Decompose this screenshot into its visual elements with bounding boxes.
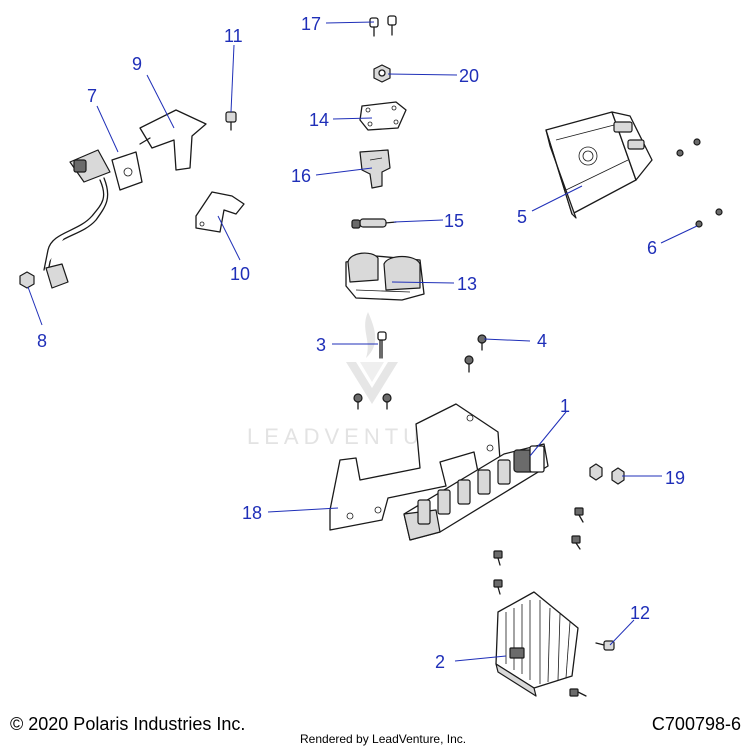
part-12-screw xyxy=(595,640,615,651)
leader-10 xyxy=(217,215,241,261)
leader-13 xyxy=(391,281,455,284)
callout-8: 8 xyxy=(37,331,47,351)
leader-1 xyxy=(529,411,567,457)
part-16-clip xyxy=(359,149,391,189)
part-19-nuts xyxy=(589,463,625,485)
leader-9 xyxy=(146,74,175,129)
callout-20: 20 xyxy=(459,66,479,86)
loose-screws xyxy=(493,507,587,697)
callout-19: 19 xyxy=(665,468,685,488)
part-5-ecu-module xyxy=(545,111,653,219)
part-8-nut xyxy=(19,271,35,289)
leader-7 xyxy=(96,105,119,153)
leader-15 xyxy=(393,219,444,223)
drawing-number: C700798-6 xyxy=(651,714,741,734)
callout-5: 5 xyxy=(517,207,527,227)
part-15-fuse xyxy=(351,218,397,229)
part-14-plate xyxy=(359,101,407,131)
part-6-screws xyxy=(676,138,723,228)
callout-11: 11 xyxy=(224,26,243,46)
callout-13: 13 xyxy=(457,274,477,294)
rendered-by-credit: Rendered by LeadVenture, Inc. xyxy=(300,732,467,746)
leader-16 xyxy=(315,167,373,176)
callout-7: 7 xyxy=(87,86,97,106)
callout-6: 6 xyxy=(647,238,657,258)
leader-8 xyxy=(27,286,43,326)
leader-14 xyxy=(332,117,373,120)
callout-15: 15 xyxy=(444,211,464,231)
callout-17: 17 xyxy=(301,14,321,34)
leader-11 xyxy=(230,44,235,113)
callout-10: 10 xyxy=(230,264,250,284)
callout-9: 9 xyxy=(132,54,142,74)
callout-16: 16 xyxy=(291,166,311,186)
callout-1: 1 xyxy=(560,396,570,416)
callout-4: 4 xyxy=(537,331,547,351)
callout-labels: 1 2 3 4 5 6 7 8 9 10 11 12 13 14 15 16 1… xyxy=(37,14,685,672)
copyright-notice: © 2020 Polaris Industries Inc. xyxy=(10,714,246,734)
leader-17 xyxy=(325,21,375,24)
leader-6 xyxy=(660,225,698,244)
leader-12 xyxy=(609,619,635,646)
watermark-logo-icon xyxy=(346,312,398,404)
part-7-sensor-harness xyxy=(43,149,143,289)
part-11-bolt xyxy=(225,111,237,131)
part-10-bracket xyxy=(195,191,245,233)
leader-20 xyxy=(387,73,458,76)
part-4-screws xyxy=(353,334,487,410)
part-9-bracket xyxy=(139,109,207,171)
callout-2: 2 xyxy=(435,652,445,672)
callout-12: 12 xyxy=(630,603,650,623)
part-20-nut xyxy=(373,64,391,83)
callout-18: 18 xyxy=(242,503,262,523)
leader-2 xyxy=(454,655,507,662)
callout-3: 3 xyxy=(316,335,326,355)
part-13-connector-block xyxy=(345,252,425,301)
leader-4 xyxy=(483,338,531,342)
leader-5 xyxy=(531,185,583,212)
part-3-bolt xyxy=(377,331,387,359)
part-2-regulator xyxy=(495,591,579,697)
part-17-screws xyxy=(369,15,397,37)
callout-14: 14 xyxy=(309,110,329,130)
leader-lines xyxy=(27,21,698,662)
leader-18 xyxy=(267,507,339,513)
